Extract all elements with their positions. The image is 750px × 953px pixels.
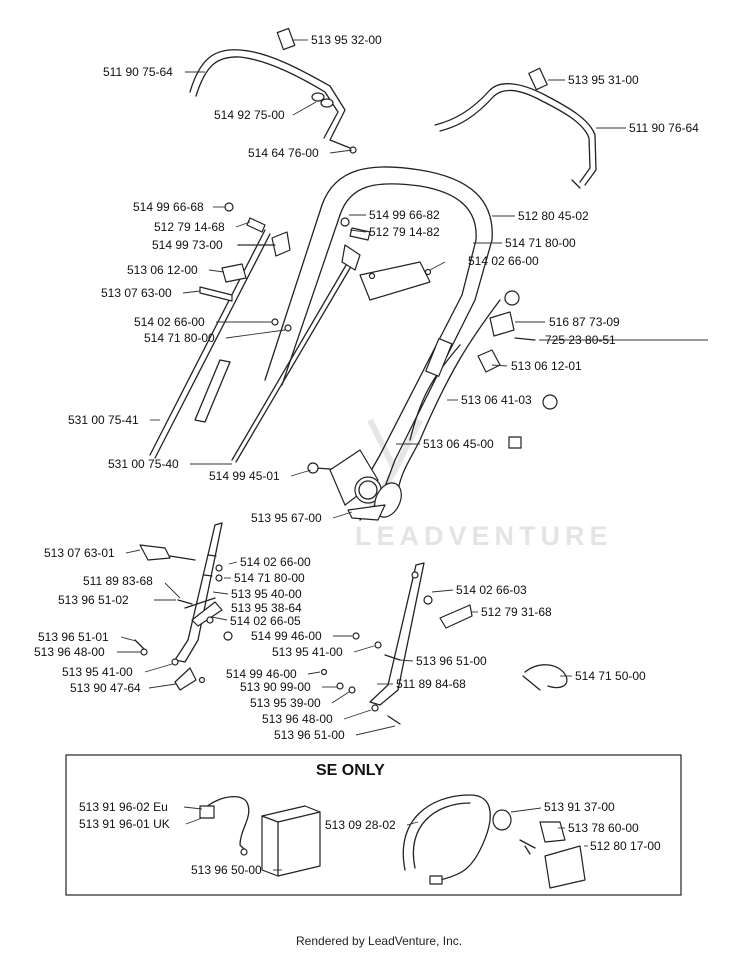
part-label: 513 95 41-00 — [272, 645, 343, 659]
part-label: 531 00 75-40 — [108, 457, 179, 471]
part-label: 513 96 48-00 — [262, 712, 333, 726]
part-label: 513 96 50-00 — [191, 863, 262, 877]
part-label: 512 79 14-68 — [154, 220, 225, 234]
part-label: 513 95 38-64 — [231, 601, 302, 615]
part-label: 513 95 31-00 — [568, 73, 639, 87]
part-label: 514 02 66-05 — [230, 614, 301, 628]
part-label: 513 95 39-00 — [250, 696, 321, 710]
footer-credit: Rendered by LeadVenture, Inc. — [296, 934, 462, 948]
part-label: 513 06 41-03 — [461, 393, 532, 407]
part-label: 512 79 14-82 — [369, 225, 440, 239]
control-rod-left — [149, 229, 271, 459]
watermark-logo: LEADVENTURE — [355, 418, 613, 551]
part-label: 514 71 80-00 — [505, 236, 576, 250]
part-label: 513 06 45-00 — [423, 437, 494, 451]
part-label: 512 80 17-00 — [590, 839, 661, 853]
left-grip-handle — [189, 27, 357, 154]
part-label: 511 90 75-64 — [103, 65, 173, 79]
part-label: 513 96 51-01 — [38, 630, 109, 644]
part-label: 512 80 45-02 — [518, 209, 589, 223]
part-label: 511 90 76-64 — [629, 121, 699, 135]
part-label: 514 71 80-00 — [234, 571, 305, 585]
part-label: 514 99 45-01 — [209, 469, 280, 483]
part-label: 513 90 47-64 — [70, 681, 141, 695]
se-only-section: SE ONLY 513 91 96-02 Eu 513 91 37-00 513… — [65, 754, 682, 896]
part-label: 513 91 37-00 — [544, 800, 615, 814]
part-label: 514 99 66-68 — [133, 200, 204, 214]
part-label: 514 99 46-00 — [251, 629, 322, 643]
leader-lines — [117, 39, 708, 736]
part-label: 514 99 46-00 — [226, 667, 297, 681]
part-label: 513 07 63-01 — [44, 546, 115, 560]
part-label: 516 87 73-09 — [549, 315, 620, 329]
part-label: 514 71 80-00 — [144, 331, 215, 345]
part-label: 513 06 12-00 — [127, 263, 198, 277]
part-label: 514 71 50-00 — [575, 669, 646, 683]
part-label: 514 02 66-03 — [456, 583, 527, 597]
part-label: 511 89 83-68 — [83, 574, 153, 588]
part-label: 512 79 31-68 — [481, 605, 552, 619]
part-label: 513 78 60-00 — [568, 821, 639, 835]
part-label: 513 07 63-00 — [101, 286, 172, 300]
right-grip-handle — [434, 67, 597, 189]
part-label: 511 89 84-68 — [396, 677, 466, 691]
cables — [397, 290, 558, 491]
part-label: 514 64 76-00 — [248, 146, 319, 160]
part-label: 513 95 40-00 — [231, 587, 302, 601]
se-only-title: SE ONLY — [316, 762, 385, 779]
part-label: 513 09 28-02 — [325, 818, 396, 832]
part-label: 514 02 66-00 — [468, 254, 539, 268]
part-label: 513 90 99-00 — [240, 680, 311, 694]
part-label: 513 96 48-00 — [34, 645, 105, 659]
part-label: 514 99 73-00 — [152, 238, 223, 252]
part-label: 513 95 41-00 — [62, 665, 133, 679]
handle-lower-assembly — [307, 449, 402, 521]
lower-right-bracket — [320, 562, 568, 725]
control-rod-middle — [231, 254, 357, 463]
part-label: 513 96 51-00 — [274, 728, 345, 742]
part-label: 514 99 66-82 — [369, 208, 440, 222]
part-label: 513 95 32-00 — [311, 33, 382, 47]
part-label: 513 91 96-01 UK — [79, 817, 170, 831]
part-label: 514 02 66-00 — [134, 315, 205, 329]
part-label: 531 00 75-41 — [68, 413, 139, 427]
part-label: 514 92 75-00 — [214, 108, 285, 122]
part-label: 514 02 66-00 — [240, 555, 311, 569]
part-label: 725 23 80-51 — [545, 333, 616, 347]
part-label: 513 96 51-00 — [416, 654, 487, 668]
part-labels: 513 95 32-00 511 90 75-64 513 95 31-00 5… — [34, 33, 699, 742]
part-label: 513 95 67-00 — [251, 511, 322, 525]
watermark-text: LEADVENTURE — [355, 521, 613, 551]
part-label: 513 96 51-02 — [58, 593, 129, 607]
lower-left-bracket — [134, 522, 233, 691]
part-label: 513 06 12-01 — [511, 359, 582, 373]
se-only-frame — [65, 754, 682, 896]
handle-small-parts — [199, 202, 432, 332]
part-label: 513 91 96-02 Eu — [79, 800, 168, 814]
